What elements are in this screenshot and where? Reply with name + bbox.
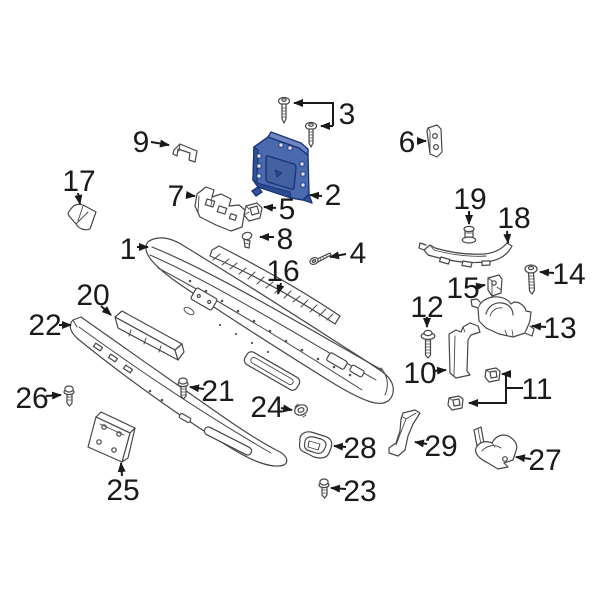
part-3-bolts: [277, 96, 318, 148]
callout-number-29: 29: [424, 430, 457, 463]
callout-number-20: 20: [76, 279, 109, 312]
leader-line-25: [117, 462, 126, 477]
callout-number-5: 5: [279, 193, 296, 226]
leader-line-7: [185, 191, 196, 199]
leader-line-5: [263, 203, 277, 212]
face-bar-rivet-dots: [188, 279, 352, 377]
callout-number-10: 10: [403, 357, 436, 390]
part-15-clip: [487, 274, 503, 297]
part-11-clips: [447, 367, 501, 411]
part-20-channel-bracket: [114, 310, 185, 361]
part-23-bolt: [318, 478, 330, 499]
leader-line-10: [432, 366, 447, 375]
part-13-support-bracket: [470, 296, 535, 338]
leader-line-20: [100, 305, 112, 316]
callout-number-28: 28: [343, 432, 376, 465]
callout-number-25: 25: [106, 474, 139, 507]
part-7-upper-bracket: [194, 186, 246, 232]
part-5-clip-nut: [243, 202, 263, 222]
callout-number-8: 8: [277, 223, 294, 256]
part-9-handle-bracket: [172, 143, 198, 163]
part-14-bolt: [524, 264, 538, 295]
part-21-bolt: [177, 377, 189, 400]
leader-line-3: [293, 99, 334, 126]
callout-number-17: 17: [62, 165, 95, 198]
leader-line-13: [531, 322, 547, 331]
part-10-side-bracket: [448, 322, 481, 379]
leader-line-26: [45, 391, 62, 400]
leader-line-11-1: [468, 388, 507, 407]
part-17-clip: [67, 203, 97, 231]
callout-number-1: 1: [120, 233, 137, 266]
part-25-bracket-plate: [87, 411, 136, 463]
part-19-spacer: [461, 225, 477, 244]
callout-number-15: 15: [446, 272, 479, 305]
callout-number-14: 14: [552, 258, 585, 291]
part-6-mount-plate: [426, 124, 443, 158]
leader-line-15: [473, 282, 486, 291]
callout-number-13: 13: [543, 312, 576, 345]
part-22-valance-panel: [69, 316, 288, 467]
part-28-bezel: [298, 431, 333, 459]
callout-number-2: 2: [325, 179, 342, 212]
callout-number-26: 26: [15, 382, 48, 415]
leader-line-2: [309, 191, 323, 200]
leader-line-4: [329, 251, 347, 260]
callout-number-3: 3: [339, 98, 356, 131]
leader-line-29: [414, 439, 428, 448]
callout-number-12: 12: [410, 291, 443, 324]
part-1-bumper-face-bar: [145, 237, 394, 404]
part-24-nut: [294, 403, 308, 418]
leader-line-27: [515, 454, 532, 463]
part-4-bolt: [309, 252, 332, 265]
callout-number-23: 23: [343, 475, 376, 508]
callout-number-21: 21: [201, 375, 234, 408]
leader-line-16: [276, 282, 285, 295]
leader-line-11: [501, 370, 511, 388]
callout-number-4: 4: [350, 237, 367, 270]
callout-number-22: 22: [28, 309, 61, 342]
callout-number-19: 19: [453, 183, 486, 216]
part-12-bolt: [420, 329, 436, 359]
part-29-deflector: [388, 409, 421, 457]
leader-line-23: [330, 484, 347, 493]
leader-line-18: [503, 230, 512, 244]
callout-number-9: 9: [133, 126, 150, 159]
callout-number-7: 7: [168, 180, 185, 213]
leader-line-14: [539, 268, 555, 277]
leader-line-21: [189, 384, 205, 393]
leader-line-9: [150, 139, 170, 148]
part-2-highlighted-bracket: [251, 131, 313, 204]
part-18-trim-strip: [418, 242, 513, 268]
leader-line-24: [280, 404, 293, 413]
callout-number-18: 18: [497, 202, 530, 235]
leader-line-17: [74, 192, 83, 205]
part-27-corner-bracket: [473, 426, 518, 470]
part-8-push-pin: [241, 231, 253, 249]
part-26-bolt: [63, 385, 75, 407]
callout-number-27: 27: [528, 444, 561, 477]
callout-number-11: 11: [521, 373, 552, 406]
callout-number-16: 16: [266, 255, 299, 288]
callout-number-24: 24: [250, 391, 283, 424]
leader-line-28: [333, 442, 347, 451]
callout-number-6: 6: [399, 126, 416, 159]
